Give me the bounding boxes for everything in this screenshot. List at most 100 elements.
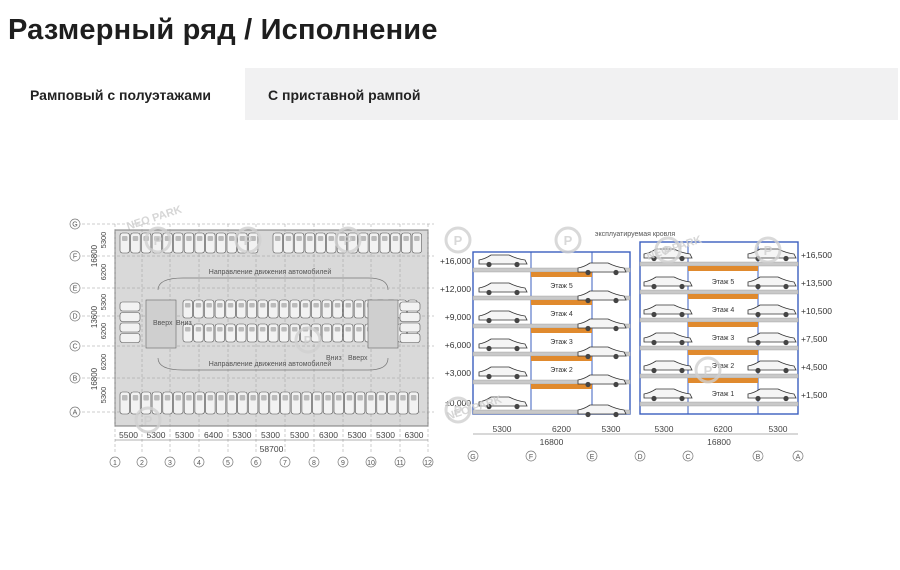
plan-stall-top-glass	[349, 236, 356, 241]
plan-stall-mid-top-glass	[227, 303, 234, 308]
plan-stall-top-glass	[382, 236, 388, 241]
section-car-wheel	[755, 311, 761, 318]
plan-stall-bottom-glass	[132, 395, 139, 401]
section-car-wheel	[613, 353, 619, 360]
plan-ramp-right	[367, 299, 399, 349]
plan-stall-bottom-glass	[303, 395, 310, 401]
plan-stall-mid-bottom-glass	[206, 327, 212, 332]
plan-stall-bottom-glass	[282, 395, 288, 401]
tab-ramp-half-floors[interactable]: Рамповый с полуэтажами	[8, 68, 245, 120]
plan-column-bubble	[222, 456, 234, 468]
section-right-slab	[639, 289, 799, 295]
plan-stall-mid-bottom-glass	[238, 327, 244, 332]
plan-stall-left	[119, 322, 141, 333]
section-car	[577, 318, 627, 329]
plan-stall-mid-top	[353, 299, 365, 319]
plan-direction-loop-bottom	[157, 357, 389, 371]
watermark-logo	[234, 226, 262, 254]
section-right-floor-label: Этаж 3	[712, 335, 735, 342]
plan-direction-top: Направление движения автомобилей	[209, 268, 332, 276]
section-left-slab	[472, 409, 631, 415]
plan-stall-bottom-glass	[250, 395, 256, 401]
plan-stall-mid-top-glass	[249, 303, 255, 308]
plan-ramp-left	[145, 299, 177, 349]
section-car-wheel	[679, 255, 685, 262]
plan-direction-bottom: Направление движения автомобилей	[209, 360, 332, 368]
watermark-letter: P	[144, 413, 153, 428]
section-car	[643, 360, 693, 371]
plan-column-bubble	[279, 456, 291, 468]
section-roof-label: эксплуатируемая кровля	[595, 231, 675, 238]
section-axis-label: B	[756, 454, 761, 461]
section-car-wheel	[679, 311, 685, 318]
section-car-wheel	[783, 367, 789, 374]
section-car-wheel	[514, 289, 520, 296]
section-car-wheel	[651, 311, 657, 318]
plan-stall-top-glass	[317, 236, 324, 241]
section-car	[478, 254, 528, 265]
plan-stall-top-glass	[218, 236, 224, 241]
section-car-wheel	[651, 255, 657, 262]
watermark-logo	[554, 226, 582, 254]
plan-stall-bottom-glass	[186, 395, 192, 401]
plan-ramp-down-2: Вниз	[326, 355, 342, 362]
plan-stall-top-glass	[285, 236, 292, 241]
plan-column-bubble	[308, 456, 320, 468]
plan-stall-bottom-glass	[175, 395, 181, 401]
plan-stall-top-glass	[186, 236, 192, 241]
section-span-dim: 6200	[552, 424, 571, 434]
plan-stall-top-glass	[328, 236, 334, 241]
section-left-ramp	[531, 300, 592, 305]
section-car-wheel	[651, 283, 657, 290]
plan-stall-top-glass	[239, 236, 246, 241]
section-right-level: +1,500	[801, 390, 828, 400]
tab-label: Рамповый с полуэтажами	[30, 87, 212, 103]
plan-stall-mid-bottom-glass	[356, 327, 362, 332]
plan-stall-mid-top-glass	[334, 303, 341, 308]
plan-stall-mid-bottom-glass	[324, 327, 330, 332]
section-left-level: +3,000	[445, 368, 472, 378]
plan-stall-bottom-glass	[239, 395, 246, 401]
plan-row-bubble	[69, 250, 81, 262]
plan-stall-mid-top-glass	[281, 303, 287, 308]
watermark-letter: P	[454, 233, 463, 248]
plan-stall-top-glass	[307, 236, 313, 241]
section-left-ramp	[531, 272, 592, 277]
section-car-wheel	[585, 269, 591, 276]
section-left-floor-label: Этаж 2	[550, 367, 573, 374]
plan-stall-mid-top	[182, 299, 193, 319]
section-left-floor-label: Этаж 3	[550, 339, 573, 346]
plan-span-dim: 6300	[405, 430, 424, 440]
plan-ramp-up-2: Вверх	[348, 355, 368, 362]
section-right-ramp	[688, 350, 758, 355]
plan-column-label: 11	[396, 460, 403, 467]
watermark-logo	[654, 236, 682, 264]
tab-attached-ramp[interactable]: С приставной рампой	[268, 87, 421, 103]
watermark-logo	[334, 226, 362, 254]
section-car	[643, 304, 693, 315]
section-car	[643, 276, 693, 287]
section-car-wheel	[613, 269, 619, 276]
plan-stall-bottom-glass	[122, 395, 128, 401]
plan-stall-top-glass	[250, 236, 256, 241]
plan-stall-mid-top-glass	[356, 303, 362, 308]
section-right-floor-label: Этаж 4	[712, 307, 735, 314]
section-right-floor-label: Этаж 5	[712, 279, 735, 286]
section-car-wheel	[755, 283, 761, 290]
plan-stall-mid-top	[321, 299, 332, 319]
section-right-level: +13,500	[801, 278, 832, 288]
section-car	[577, 374, 627, 385]
section-left-level: ±0,000	[445, 398, 471, 408]
section-car	[747, 360, 797, 371]
watermark-logo	[444, 226, 472, 254]
plan-stall-mid-top	[193, 299, 204, 319]
section-car-wheel	[585, 353, 591, 360]
section-car	[747, 304, 797, 315]
section-car	[643, 332, 693, 343]
plan-row-label: D	[72, 314, 77, 321]
section-car-wheel	[486, 403, 492, 410]
plan-stall-bottom-glass	[346, 395, 353, 401]
plan-column-bubble	[164, 456, 176, 468]
section-left-ramp	[531, 328, 592, 333]
